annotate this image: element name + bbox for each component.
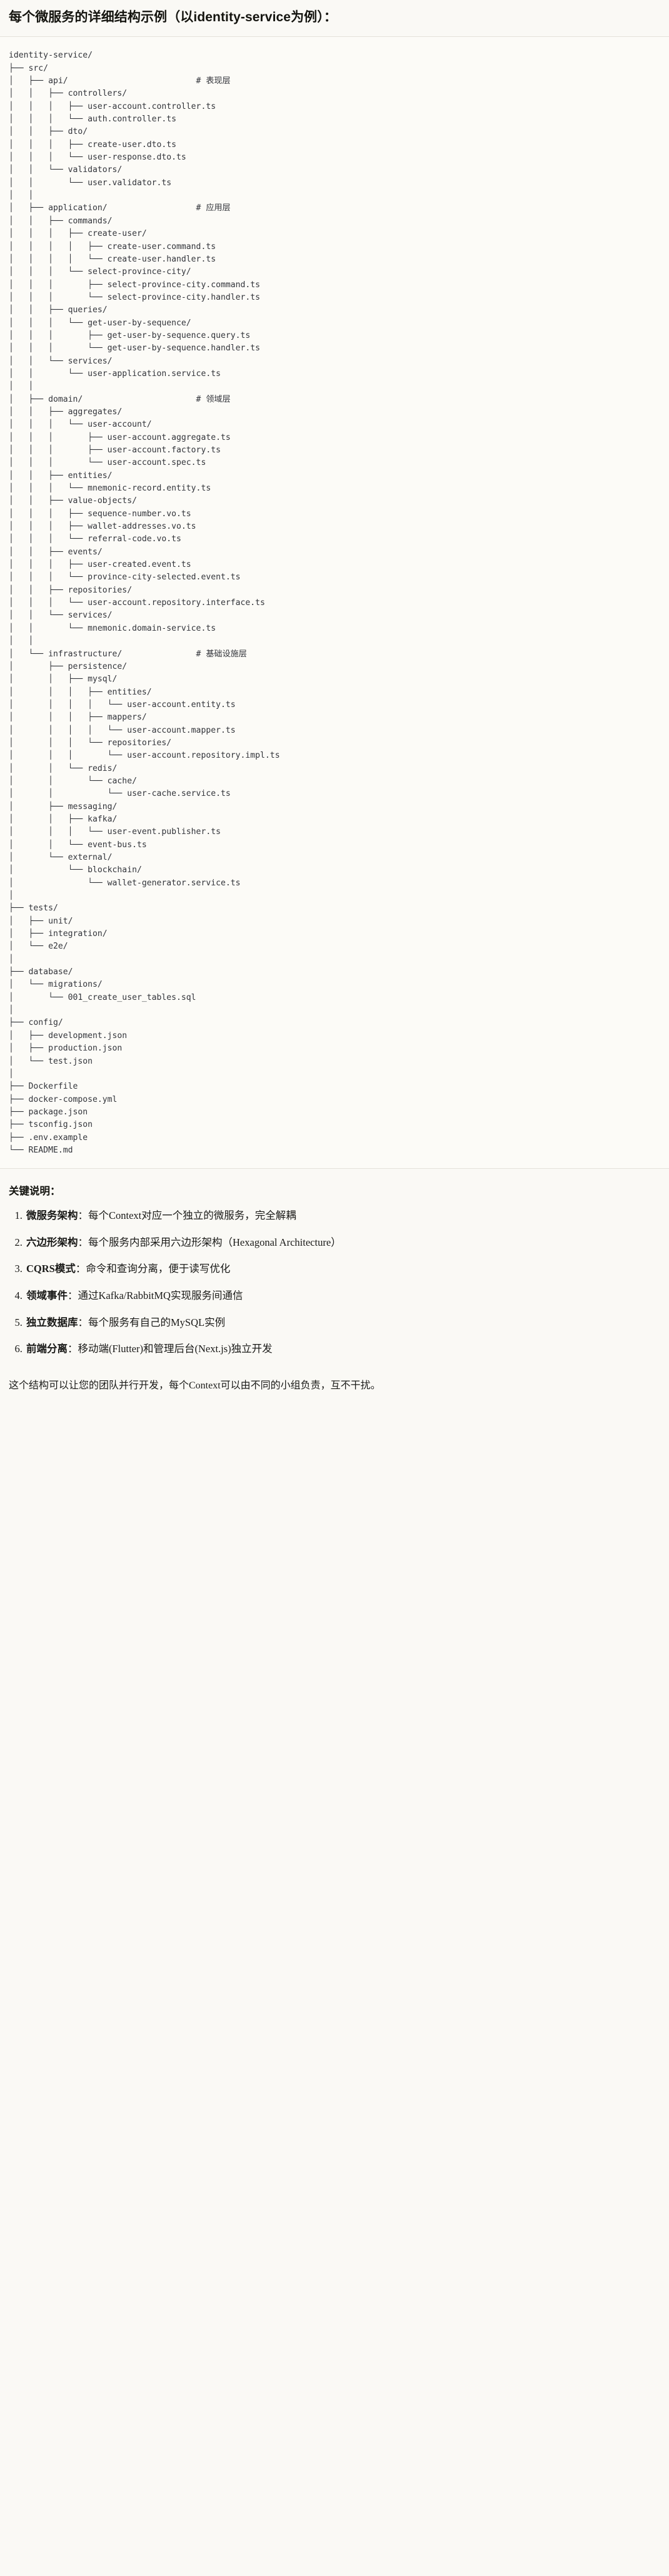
key-point-separator: ： (75, 1263, 86, 1275)
key-point-item: 独立数据库：每个服务有自己的MySQL实例 (25, 1315, 660, 1331)
key-point-term: 领域事件 (26, 1289, 68, 1301)
key-points-section: 关键说明： 微服务架构：每个Context对应一个独立的微服务，完全解耦六边形架… (0, 1169, 669, 1373)
key-point-term: 六边形架构 (26, 1236, 78, 1248)
key-point-item: 微服务架构：每个Context对应一个独立的微服务，完全解耦 (25, 1208, 660, 1224)
key-point-body: 每个服务内部采用六边形架构（Hexagonal Architecture） (88, 1236, 341, 1248)
document-page: 每个微服务的详细结构示例（以identity-service为例）： ident… (0, 0, 669, 1405)
key-point-item: 前端分离：移动端(Flutter)和管理后台(Next.js)独立开发 (25, 1341, 660, 1357)
key-point-item: 领域事件：通过Kafka/RabbitMQ实现服务间通信 (25, 1288, 660, 1304)
key-points-title: 关键说明： (9, 1186, 61, 1198)
key-point-term: 独立数据库 (26, 1316, 78, 1328)
key-point-separator: ： (78, 1209, 89, 1222)
key-point-term: 微服务架构 (26, 1209, 78, 1222)
closing-paragraph: 这个结构可以让您的团队并行开发，每个Context可以由不同的小组负责，互不干扰… (9, 1380, 381, 1391)
key-point-separator: ： (78, 1316, 89, 1328)
key-point-term: CQRS模式 (26, 1263, 76, 1275)
key-point-body: 通过Kafka/RabbitMQ实现服务间通信 (78, 1289, 243, 1301)
key-point-body: 每个服务有自己的MySQL实例 (88, 1316, 226, 1328)
key-point-item: CQRS模式：命令和查询分离，便于读写优化 (25, 1261, 660, 1277)
key-point-separator: ： (68, 1289, 78, 1301)
key-point-body: 命令和查询分离，便于读写优化 (86, 1263, 231, 1275)
directory-tree: identity-service/ ├── src/ │ ├── api/ # … (9, 51, 280, 1155)
key-point-term: 前端分离 (26, 1343, 68, 1355)
key-point-body: 移动端(Flutter)和管理后台(Next.js)独立开发 (78, 1343, 273, 1355)
key-point-body: 每个Context对应一个独立的微服务，完全解耦 (88, 1209, 296, 1222)
key-point-item: 六边形架构：每个服务内部采用六边形架构（Hexagonal Architectu… (25, 1235, 660, 1251)
key-point-separator: ： (78, 1236, 89, 1248)
key-point-separator: ： (68, 1343, 78, 1355)
code-block: identity-service/ ├── src/ │ ├── api/ # … (0, 36, 669, 1169)
key-points-list: 微服务架构：每个Context对应一个独立的微服务，完全解耦六边形架构：每个服务… (9, 1208, 660, 1357)
page-title: 每个微服务的详细结构示例（以identity-service为例）： (9, 10, 337, 24)
